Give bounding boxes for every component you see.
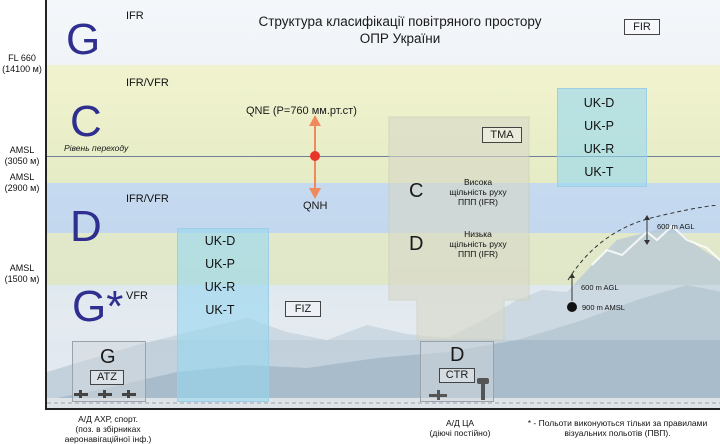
atz-zone bbox=[72, 341, 146, 402]
class-d-band-upper bbox=[47, 183, 720, 233]
uk-route: UK-R bbox=[204, 280, 236, 294]
uk-routes-low-box bbox=[177, 228, 269, 402]
fir-label: FIR bbox=[624, 19, 660, 35]
fiz-label: FIZ bbox=[285, 301, 321, 317]
uk-route: UK-T bbox=[584, 165, 614, 179]
uk-routes-high-box bbox=[557, 88, 647, 187]
altitude-amsl-3050: AMSL(3050 м) bbox=[4, 145, 40, 166]
class-d-letter: D bbox=[70, 202, 102, 251]
ctr-class-letter: D bbox=[450, 344, 465, 366]
tower-icon bbox=[429, 378, 489, 400]
tma-c-letter: C bbox=[409, 180, 424, 202]
class-g-lower-rules: VFR bbox=[126, 290, 148, 302]
uk-route: UK-P bbox=[584, 119, 614, 133]
footer-note: * - Польоти виконуються тільки за правил… bbox=[527, 418, 708, 438]
tma-label: TMA bbox=[482, 127, 522, 143]
transition-level-label: Рівень переходу bbox=[64, 143, 129, 153]
uk-route: UK-R bbox=[583, 142, 615, 156]
uk-route: UK-D bbox=[583, 96, 615, 110]
class-c-letter: C bbox=[70, 97, 102, 146]
ctr-label: CTR bbox=[439, 368, 475, 383]
uk-routes-low-list: UK-D UK-P UK-R UK-T bbox=[175, 230, 265, 322]
pressure-arrow bbox=[309, 115, 321, 199]
terrain-clearance-markers bbox=[567, 205, 719, 312]
transition-level-line bbox=[47, 156, 720, 157]
agl-600-lower-label: 600 m AGL bbox=[581, 283, 619, 292]
atz-class-letter: G bbox=[100, 346, 116, 368]
class-g-top-letter: G bbox=[66, 15, 101, 64]
agl-600-upper-label: 600 m AGL bbox=[657, 222, 695, 231]
uk-route: UK-P bbox=[205, 257, 235, 271]
footer-aerodromes-civil: А/Д ЦА(діючі постійно) bbox=[429, 418, 491, 438]
tma-ctr-area bbox=[388, 116, 530, 341]
altitude-fl660: FL 660(14100 м) bbox=[2, 53, 42, 74]
aircraft-icons-atz bbox=[74, 390, 136, 398]
altitude-amsl-2900: AMSL(2900 м) bbox=[4, 172, 40, 193]
class-g-lower-band bbox=[47, 285, 720, 340]
altitude-amsl-1500: AMSL(1500 м) bbox=[4, 263, 40, 284]
amsl-900-label: 900 m AMSL bbox=[582, 303, 625, 312]
class-d-rules: IFR/VFR bbox=[126, 193, 169, 205]
uk-routes-high-list: UK-D UK-P UK-R UK-T bbox=[555, 92, 643, 184]
class-c-rules: IFR/VFR bbox=[126, 77, 169, 89]
class-g-lower-letter: G* bbox=[72, 282, 124, 331]
tma-d-letter: D bbox=[409, 233, 424, 255]
page-title: Структура класифікації повітряного прост… bbox=[258, 14, 542, 46]
class-g-top-rules: IFR bbox=[126, 10, 144, 22]
qnh-label: QNH bbox=[303, 200, 328, 212]
uk-route: UK-T bbox=[205, 303, 235, 317]
qne-label: QNE (P=760 мм.рт.ст) bbox=[246, 105, 357, 117]
airspace-diagram bbox=[45, 0, 720, 410]
atz-label: ATZ bbox=[90, 370, 124, 385]
uk-route: UK-D bbox=[204, 234, 236, 248]
